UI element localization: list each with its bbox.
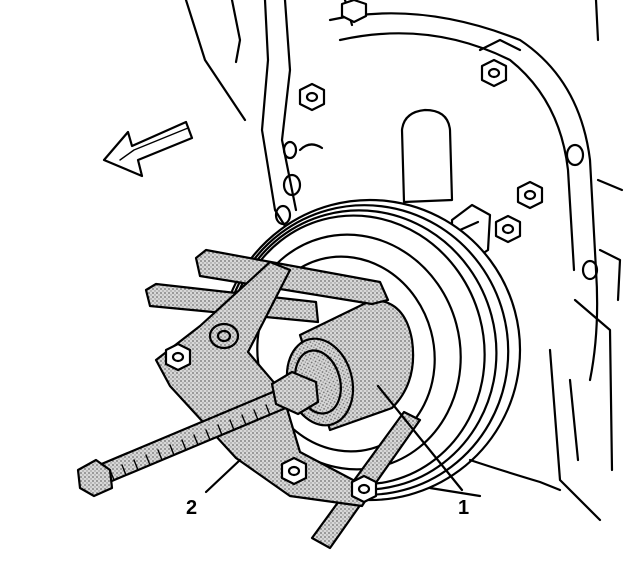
callout-label-2: 2 — [186, 497, 197, 519]
cover-bolt — [494, 214, 522, 244]
forcing-screw — [76, 370, 320, 498]
balancer-puller — [144, 248, 422, 550]
cover-bolt — [298, 82, 326, 112]
cover-bolt — [516, 180, 544, 210]
cover-bolt — [340, 0, 368, 24]
callout-label-1: 1 — [458, 497, 469, 519]
engine-front-cover — [184, 0, 624, 522]
callout-leader-2 — [204, 458, 242, 494]
cover-bolt — [480, 58, 508, 88]
direction-arrow-icon — [102, 120, 194, 178]
callout-leader-1 — [376, 384, 464, 492]
